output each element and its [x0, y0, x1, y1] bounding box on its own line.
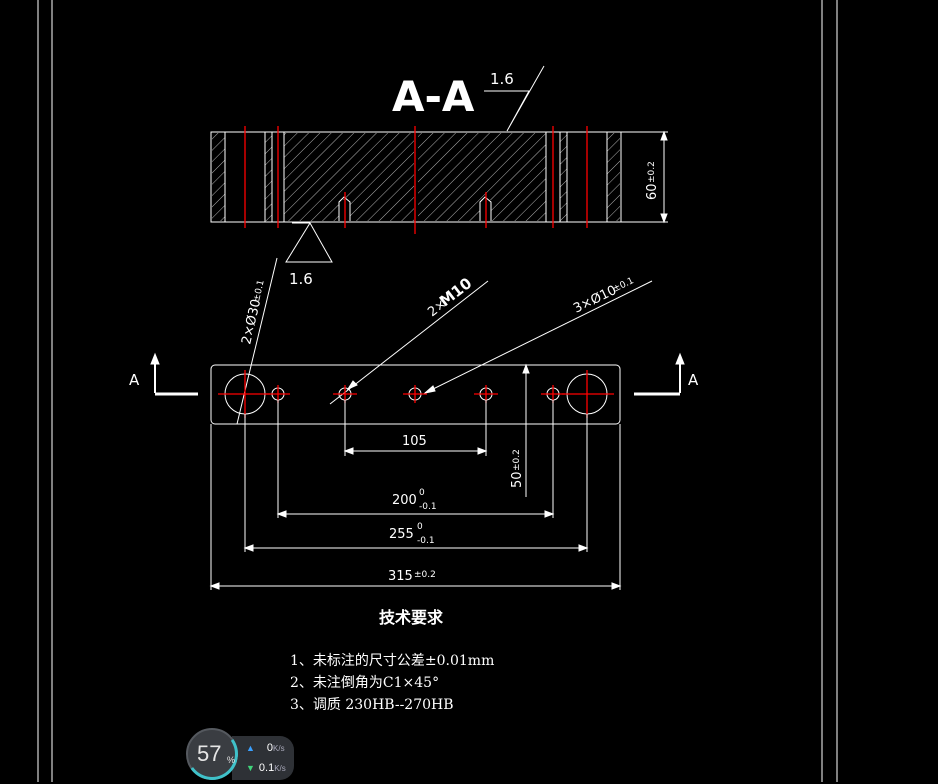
dim-255-group: 255 0 -0.1	[389, 522, 435, 546]
dim-200-tol-upper: 0	[419, 488, 425, 498]
dim-height-60	[621, 130, 668, 224]
dim-315-value: 315	[388, 569, 413, 584]
callout-small-hole-tol: ±0.1	[612, 276, 636, 295]
section-arrow-right	[634, 352, 685, 396]
plan-center-marks	[218, 370, 614, 418]
upload-arrow-icon: ▲	[246, 743, 255, 753]
upload-row: ▲ 0K/s	[246, 742, 285, 754]
leader-small-hole	[424, 280, 653, 394]
download-unit: K/s	[274, 764, 286, 773]
dim-50-value: 50	[510, 471, 525, 488]
roughness-symbol-top	[484, 65, 545, 132]
dim-50-tolerance: ±0.2	[512, 449, 522, 471]
section-hatching	[212, 133, 620, 221]
network-speed-widget[interactable]: ▲0K/s ▼0.1K/s 57 %	[181, 723, 306, 784]
section-mark-right: A	[688, 371, 699, 389]
leader-thread	[329, 280, 489, 405]
requirements-title: 技术要求	[379, 608, 444, 627]
section-title: A-A	[392, 72, 475, 121]
roughness-value-top: 1.6	[490, 70, 514, 88]
plan-view: A A	[129, 352, 699, 425]
callout-large-hole-tol: ±0.1	[252, 279, 267, 303]
requirement-item-1: 1、未标注的尺寸公差±0.01mm	[290, 653, 494, 669]
download-value: 0.1	[258, 762, 275, 774]
section-edges	[224, 132, 608, 222]
requirement-item-3: 3、调质 230HB--270HB	[290, 697, 454, 713]
plan-dimensions	[209, 363, 622, 590]
leader-large-hole	[236, 257, 278, 425]
dim-height-tolerance: ±0.2	[647, 161, 657, 183]
section-center-lines	[244, 126, 588, 234]
dim-105-value: 105	[402, 434, 427, 449]
upload-value: 0	[266, 742, 274, 754]
speed-panel: ▲0K/s ▼0.1K/s	[232, 736, 294, 780]
requirement-item-2: 2、未注倒角为C1×45°	[290, 675, 439, 691]
callouts	[236, 257, 653, 425]
dim-200-tol-lower: -0.1	[419, 502, 437, 512]
roughness-value-bottom: 1.6	[289, 270, 313, 288]
technical-requirements: 技术要求 1、未标注的尺寸公差±0.01mm 2、未注倒角为C1×45° 3、调…	[290, 608, 494, 713]
dim-315-tolerance: ±0.2	[414, 570, 436, 580]
usage-gauge[interactable]: 57 %	[181, 723, 243, 784]
section-mark-left: A	[129, 371, 140, 389]
section-view-a-a: A-A 1.6	[210, 65, 668, 288]
download-row: ▼0.1K/s	[246, 762, 286, 774]
dim-255-tol-lower: -0.1	[417, 536, 435, 546]
dim-255-value: 255	[389, 527, 414, 542]
dim-200-value: 200	[392, 493, 417, 508]
dim-height-value: 60	[645, 183, 660, 200]
dim-315-group: 315 ±0.2	[388, 569, 436, 584]
dim-200-group: 200 0 -0.1	[392, 488, 437, 512]
plan-outline	[210, 364, 621, 425]
usage-percent-unit: %	[227, 755, 236, 765]
usage-percent: 57	[197, 741, 222, 766]
drawing-frame	[37, 0, 838, 782]
callout-large-hole: 2×Ø30	[239, 298, 264, 346]
roughness-symbol-bottom	[285, 222, 333, 263]
dim-255-tol-upper: 0	[417, 522, 423, 532]
upload-unit: K/s	[273, 744, 285, 753]
callout-thread-size: M10	[436, 274, 475, 310]
section-outline	[210, 131, 622, 223]
section-arrow-left	[150, 352, 198, 396]
download-arrow-icon: ▼	[246, 763, 255, 773]
